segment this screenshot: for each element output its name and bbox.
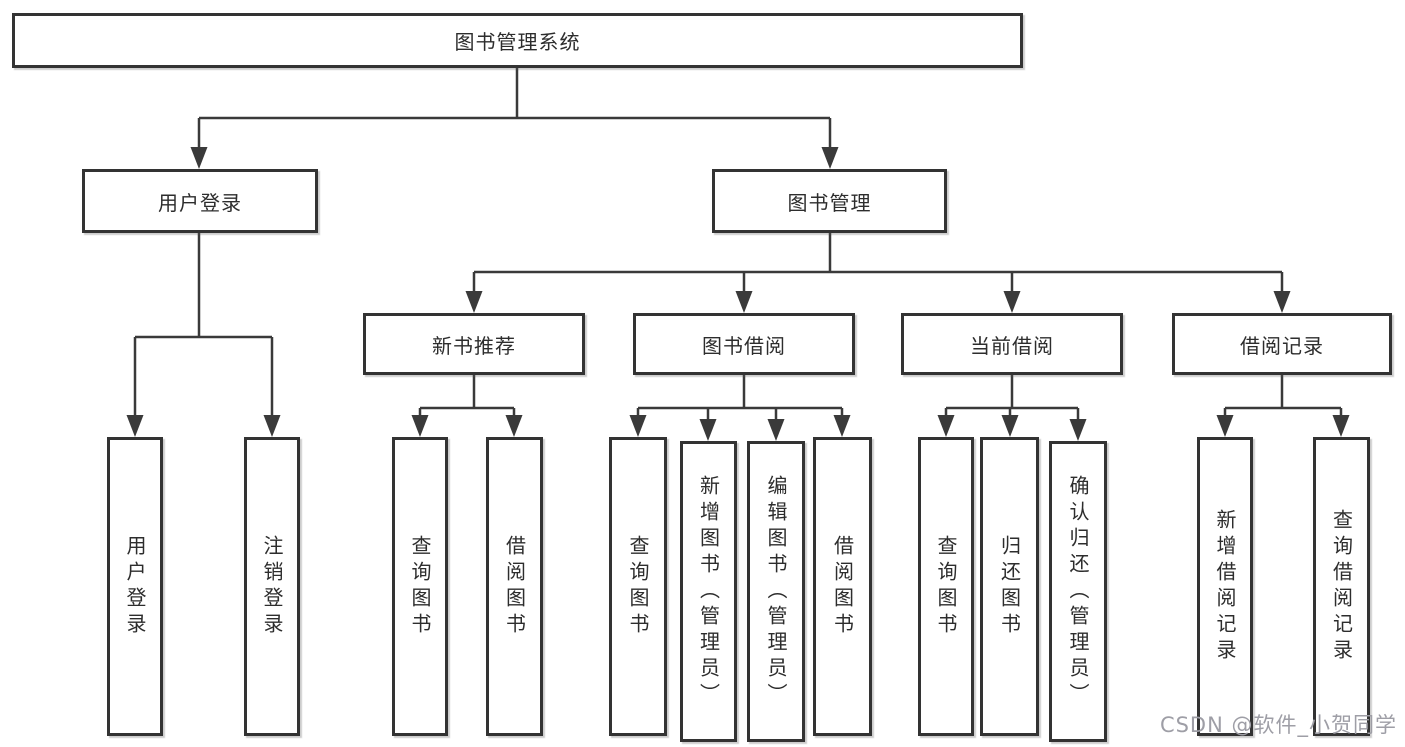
- leaf-bb-query-book-label: 查询图书: [626, 534, 650, 639]
- leaf-bb-borrow-book-label: 借阅图书: [830, 534, 855, 639]
- leaf-cb-confirm-return-admin-label: 确认归还（管理员）: [1066, 474, 1090, 709]
- leaf-cb-confirm-return-admin: 确认归还（管理员）: [1049, 441, 1107, 742]
- leaf-user-login: 用户登录: [107, 437, 163, 736]
- csdn-watermark: CSDN @软件_小贺同学: [1159, 713, 1397, 737]
- node-user-login: 用户登录: [82, 169, 318, 233]
- leaf-bb-edit-book-admin: 编辑图书（管理员）: [747, 441, 805, 742]
- leaf-bb-edit-book-admin-label: 编辑图书（管理员）: [764, 474, 788, 709]
- leaf-cb-return-book: 归还图书: [980, 437, 1039, 736]
- node-book-borrow: 图书借阅: [633, 313, 855, 375]
- leaf-rec-query-book-label: 查询图书: [408, 534, 432, 639]
- node-root: 图书管理系统: [12, 13, 1023, 68]
- leaf-logout-label: 注销登录: [260, 534, 284, 639]
- node-book-management: 图书管理: [712, 169, 947, 233]
- leaf-bb-borrow-book: 借阅图书: [813, 437, 872, 736]
- leaf-br-query-record: 查询借阅记录: [1313, 437, 1370, 736]
- node-borrow-records: 借阅记录: [1172, 313, 1392, 375]
- node-new-book-recommend-label: 新书推荐: [432, 333, 516, 358]
- leaf-cb-query-book-label: 查询图书: [934, 534, 958, 639]
- node-user-login-label: 用户登录: [158, 190, 242, 215]
- leaf-rec-borrow-book: 借阅图书: [486, 437, 543, 736]
- node-borrow-records-label: 借阅记录: [1240, 333, 1324, 358]
- node-new-book-recommend: 新书推荐: [363, 313, 585, 375]
- leaf-br-add-record: 新增借阅记录: [1197, 437, 1253, 736]
- node-current-borrow: 当前借阅: [901, 313, 1123, 375]
- node-book-borrow-label: 图书借阅: [702, 333, 786, 358]
- node-book-management-label: 图书管理: [787, 190, 872, 215]
- leaf-br-query-record-label: 查询借阅记录: [1329, 508, 1354, 665]
- leaf-rec-query-book: 查询图书: [392, 437, 448, 736]
- leaf-user-login-label: 用户登录: [123, 534, 147, 639]
- node-current-borrow-label: 当前借阅: [970, 333, 1054, 358]
- leaf-rec-borrow-book-label: 借阅图书: [502, 534, 527, 639]
- node-root-label: 图书管理系统: [454, 30, 581, 54]
- leaf-cb-return-book-label: 归还图书: [997, 534, 1022, 639]
- leaf-cb-query-book: 查询图书: [918, 437, 974, 736]
- leaf-br-add-record-label: 新增借阅记录: [1213, 508, 1237, 665]
- leaf-bb-query-book: 查询图书: [609, 437, 667, 736]
- leaf-logout: 注销登录: [244, 437, 300, 736]
- leaf-bb-add-book-admin: 新增图书（管理员）: [680, 441, 737, 742]
- leaf-bb-add-book-admin-label: 新增图书（管理员）: [696, 474, 721, 709]
